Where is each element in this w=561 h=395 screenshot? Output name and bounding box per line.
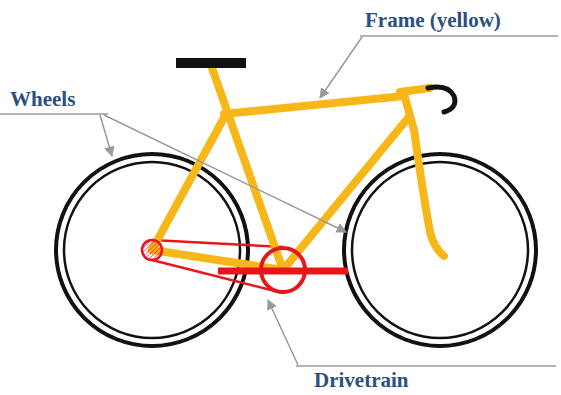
frame [152,68,444,270]
part-label: Frame (yellow) [365,9,501,32]
crank [218,268,348,275]
handlebar [428,87,455,112]
rear-wheel [56,154,248,346]
part-label: Drivetrain [314,369,408,392]
leader-lines [0,36,558,366]
rear-cog [142,240,162,260]
chainring [261,248,305,292]
part-label: Wheels [10,88,75,111]
chain [152,240,283,293]
saddle [176,58,246,68]
